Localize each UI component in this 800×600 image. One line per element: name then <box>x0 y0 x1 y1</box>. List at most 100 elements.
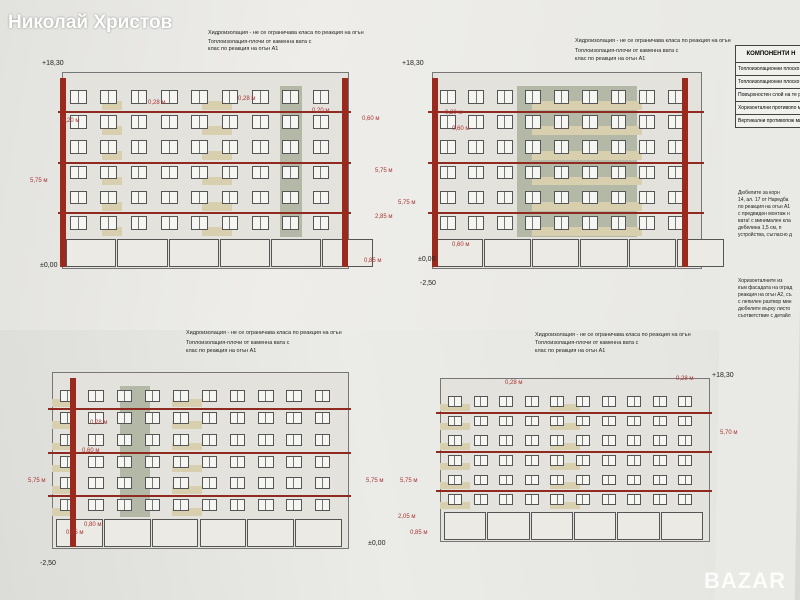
balcony <box>550 482 580 490</box>
window <box>468 140 485 155</box>
text-line: вата! с минимален кла <box>738 218 791 224</box>
window <box>116 499 133 512</box>
seller-watermark: Николай Христов <box>8 12 173 33</box>
window <box>525 115 541 129</box>
window <box>252 165 269 180</box>
fire-barrier-vertical <box>70 378 76 547</box>
window <box>576 415 591 427</box>
spec-paragraph-2: Хоризонталните из към фасадата на оград … <box>738 278 792 320</box>
window <box>601 474 616 486</box>
window <box>258 390 274 402</box>
window <box>601 494 616 506</box>
text-line: с лепилен разтвор мин <box>738 299 792 305</box>
window <box>229 390 246 402</box>
balcony <box>102 101 122 110</box>
window <box>525 165 541 180</box>
window <box>88 433 104 446</box>
balcony <box>440 462 470 470</box>
window <box>221 90 239 104</box>
balcony <box>532 226 642 236</box>
window <box>252 115 269 129</box>
balcony <box>52 420 70 429</box>
shopfront <box>532 239 580 267</box>
window <box>130 90 148 104</box>
window <box>173 411 189 424</box>
level-bottom: -2,50 <box>40 560 56 567</box>
window <box>161 165 178 180</box>
balcony <box>550 443 580 450</box>
window <box>258 499 274 512</box>
fire-barrier-vertical <box>342 78 348 267</box>
balcony <box>532 126 642 136</box>
window <box>221 190 239 205</box>
window <box>499 396 514 407</box>
window <box>496 115 513 129</box>
window <box>525 215 541 230</box>
window <box>440 90 456 104</box>
spec-paragraph-1: Дюбелите за корн 14, ал. 17 от Наредба п… <box>738 190 792 239</box>
shopfront <box>660 512 703 540</box>
window <box>314 433 331 446</box>
window <box>116 433 133 446</box>
window <box>473 415 488 427</box>
window <box>286 477 302 490</box>
dim-label: 0,20 м <box>312 108 330 114</box>
balcony <box>532 176 642 186</box>
dim-label: 0,85 м <box>364 258 382 264</box>
window <box>667 140 684 155</box>
window <box>173 477 189 490</box>
balcony <box>172 399 202 407</box>
level-bottom: -2,50 <box>420 280 436 287</box>
window <box>130 165 148 180</box>
shopfront <box>530 512 573 540</box>
window <box>312 90 330 104</box>
window <box>191 190 208 205</box>
window <box>553 90 570 104</box>
note-thermo: Топлоизолация-плочи от каменна вата с <box>186 340 290 346</box>
legend-title: КОМПОНЕНТИ Н <box>736 46 800 63</box>
window <box>191 90 208 104</box>
level-top: +18,30 <box>712 372 734 379</box>
dim-label: 5,75 м <box>366 478 384 484</box>
window <box>448 396 463 407</box>
window <box>173 499 189 512</box>
balcony <box>532 101 642 110</box>
balcony <box>102 126 122 136</box>
window <box>201 477 218 490</box>
window <box>70 140 87 155</box>
window <box>627 455 642 466</box>
window <box>221 215 239 230</box>
note-thermo: Топлоизолация-плочи от каменна вата с <box>535 340 639 346</box>
window <box>582 190 598 205</box>
window <box>282 190 299 205</box>
shopfront <box>444 512 487 540</box>
window <box>229 477 246 490</box>
window <box>286 433 302 446</box>
window <box>286 390 302 402</box>
text-line: към фасадата на оград <box>738 285 793 291</box>
window <box>252 90 269 104</box>
balcony <box>52 464 70 473</box>
dim-label: 2,05 м <box>398 514 416 520</box>
text-line: Хоризонталните из <box>738 278 783 284</box>
window <box>314 411 331 424</box>
window <box>229 499 246 512</box>
dim-label: 0,80 м <box>84 522 102 528</box>
balcony <box>102 226 122 236</box>
note-hydro: Хидроизолация - не се ограничава класа п… <box>186 330 342 336</box>
fire-barrier-vertical <box>60 78 66 267</box>
window <box>524 435 539 447</box>
shopfront <box>271 239 322 267</box>
text-line: реакция на огън А2, съ <box>738 292 792 298</box>
window <box>582 90 598 104</box>
window <box>221 165 239 180</box>
window <box>448 455 463 466</box>
window <box>282 165 299 180</box>
window <box>601 415 616 427</box>
window <box>161 90 178 104</box>
window <box>468 190 485 205</box>
window <box>576 396 591 407</box>
window <box>191 140 208 155</box>
shopfront <box>487 512 530 540</box>
window <box>667 90 684 104</box>
